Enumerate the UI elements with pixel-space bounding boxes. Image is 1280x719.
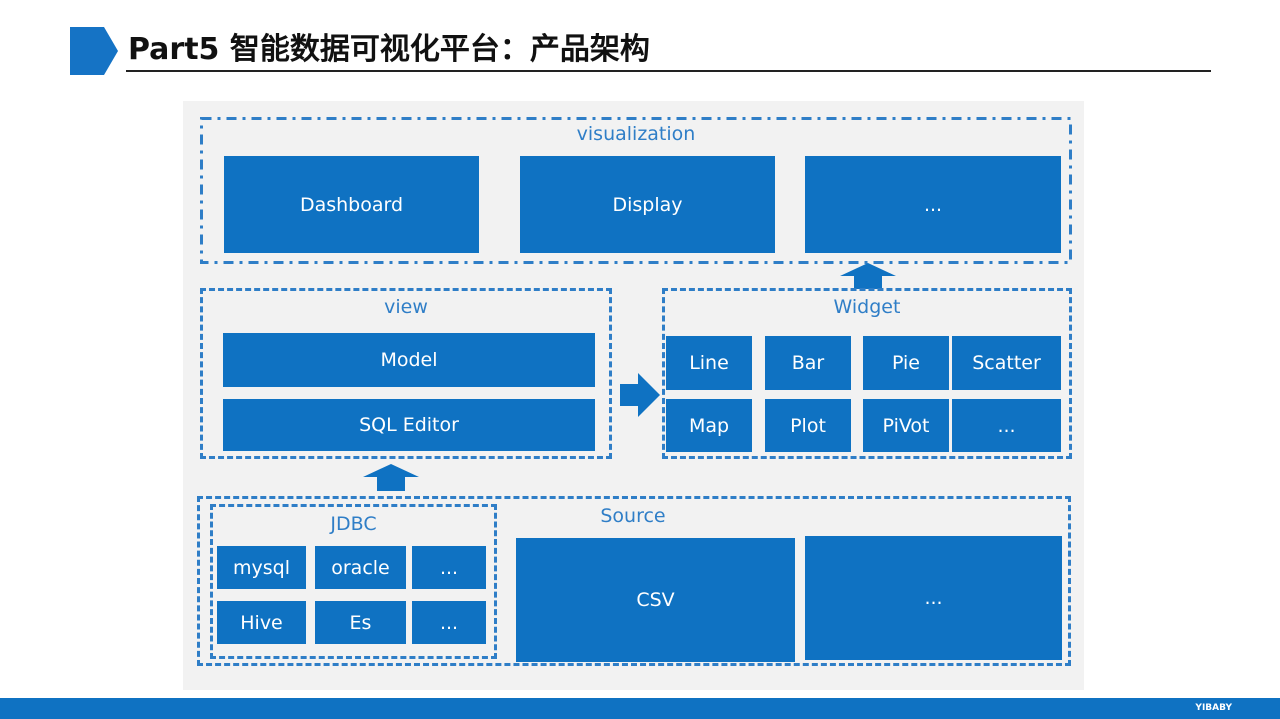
visualization-item-display: Display <box>520 156 775 253</box>
arrow-right-to-widget-icon <box>620 373 660 417</box>
widget-group <box>662 288 1072 459</box>
source-item-more: ... <box>805 536 1062 660</box>
title-underline <box>126 70 1211 72</box>
visualization-item-dashboard: Dashboard <box>224 156 479 253</box>
jdbc-item-more-2: ... <box>412 601 486 644</box>
visualization-label: visualization <box>576 123 696 145</box>
widget-label: Widget <box>833 296 901 318</box>
jdbc-item-es: Es <box>315 601 406 644</box>
visualization-group <box>200 117 1072 264</box>
jdbc-item-oracle: oracle <box>315 546 406 589</box>
jdbc-item-mysql: mysql <box>217 546 306 589</box>
footer-brand: YIBABY <box>1195 703 1232 713</box>
view-item-model: Model <box>223 333 595 387</box>
jdbc-group <box>210 504 497 659</box>
visualization-group-border <box>200 117 1072 264</box>
source-group <box>197 496 1071 666</box>
jdbc-item-more-1: ... <box>412 546 486 589</box>
source-label: Source <box>600 505 666 527</box>
architecture-diagram: visualization Dashboard Display ... view… <box>183 101 1084 690</box>
jdbc-item-hive: Hive <box>217 601 306 644</box>
widget-item-map: Map <box>666 399 752 452</box>
widget-item-scatter: Scatter <box>952 336 1061 390</box>
jdbc-label: JDBC <box>330 513 377 535</box>
widget-item-plot: Plot <box>765 399 851 452</box>
widget-item-pie: Pie <box>863 336 949 390</box>
footer-bar: YIBABY <box>0 698 1280 719</box>
widget-item-more: ... <box>952 399 1061 452</box>
widget-item-bar: Bar <box>765 336 851 390</box>
page-title: Part5 智能数据可视化平台：产品架构 <box>128 32 650 67</box>
view-item-sql-editor: SQL Editor <box>223 399 595 451</box>
widget-item-pivot: PiVot <box>863 399 949 452</box>
visualization-item-more: ... <box>805 156 1061 253</box>
arrow-up-to-view-icon <box>363 464 419 491</box>
widget-item-line: Line <box>666 336 752 390</box>
arrow-up-to-visualization-icon <box>840 263 896 289</box>
view-label: view <box>384 296 428 318</box>
view-group <box>200 288 612 459</box>
source-item-csv: CSV <box>516 538 795 662</box>
title-marker-icon <box>70 27 118 75</box>
